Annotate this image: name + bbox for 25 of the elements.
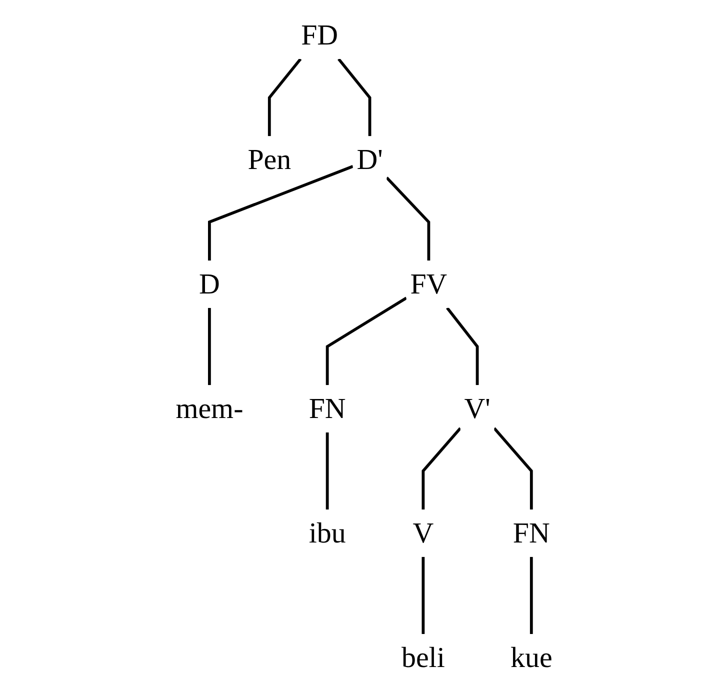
node-text: mem-	[176, 392, 244, 425]
node-text: beli	[401, 642, 445, 674]
connector	[446, 307, 479, 386]
node-text: FN	[308, 392, 346, 425]
connector	[530, 556, 533, 634]
connector	[326, 432, 329, 510]
node-text: FV	[410, 268, 448, 300]
node-text: D'	[356, 144, 383, 176]
node-text: kue	[510, 642, 552, 674]
connector	[268, 58, 302, 136]
node-text: D	[199, 268, 220, 300]
connector	[493, 427, 533, 510]
node-text: FD	[301, 19, 338, 52]
connector	[208, 308, 211, 386]
connector	[338, 58, 372, 136]
connector	[386, 176, 430, 261]
connector	[326, 296, 408, 386]
node-text: V	[412, 517, 434, 550]
connector	[422, 556, 425, 634]
node-text: Pen	[248, 144, 292, 176]
connector	[422, 427, 462, 510]
node-text: V'	[464, 392, 490, 425]
node-text: ibu	[308, 517, 346, 550]
node-text: FN	[512, 517, 550, 550]
connector	[208, 165, 354, 261]
